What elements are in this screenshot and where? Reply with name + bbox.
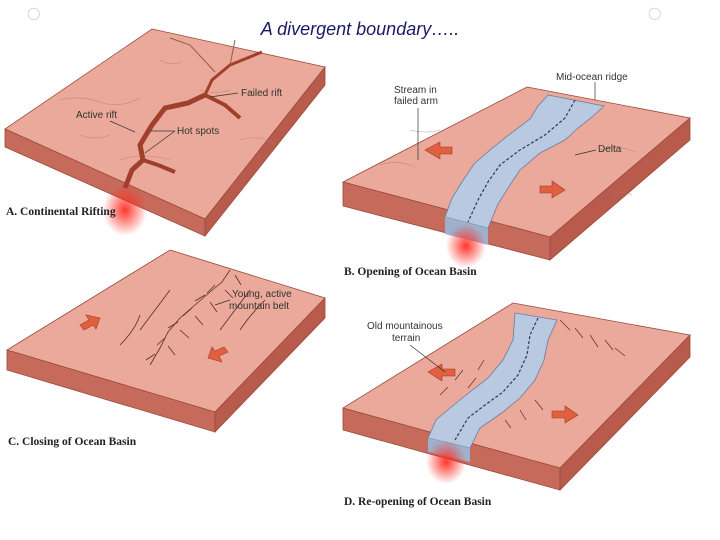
panel-b-arrow-left [424, 141, 453, 160]
panel-d-arrow-left [427, 363, 456, 382]
panel-d-label-old-2: terrain [392, 333, 420, 344]
panel-c-arrow-right [207, 346, 229, 363]
panel-c-caption: C. Closing of Ocean Basin [8, 436, 137, 448]
panel-a-caption: A. Continental Rifting [6, 206, 116, 218]
panel-c-mountains [119, 269, 266, 366]
panel-b-arrow-right [539, 180, 566, 199]
panel-d-hotspot [426, 440, 466, 484]
panel-d-old-terrain [439, 319, 626, 429]
panel-b-caption: B. Opening of Ocean Basin [344, 266, 477, 278]
panel-d: Old mountainous terrain D. Re-opening of… [342, 302, 691, 508]
panel-b-hotspot [446, 224, 486, 268]
corner-mark: ◯ [648, 6, 662, 20]
panel-a-active-rift [122, 92, 207, 189]
panel-d-side [559, 334, 691, 491]
panel-b-side [549, 117, 691, 261]
panel-c-arrow-left [79, 314, 101, 331]
slide-title: A divergent boundary….. [260, 19, 460, 39]
panel-a-label-hot-spots: Hot spots [177, 126, 219, 137]
panel-a-label-active-rift: Active rift [76, 110, 117, 121]
panel-b-label-stream-1: Stream in [394, 85, 437, 96]
panel-a: Failed rift Active rift Hot spots A. Con… [4, 28, 326, 238]
panel-b: Stream in failed arm Mid-ocean ridge Del… [341, 72, 691, 278]
panel-d-arrow-right [551, 405, 579, 424]
panel-c-side [214, 297, 326, 433]
panel-a-top [4, 28, 326, 220]
panel-a-failed-rift [203, 50, 263, 96]
panel-b-label-delta: Delta [598, 144, 622, 155]
panel-a-hotspot [103, 184, 147, 236]
panel-c-label-belt-2: mountain belt [229, 301, 289, 312]
corner-mark: ◯ [27, 6, 41, 20]
panel-b-label-stream-2: failed arm [394, 96, 438, 107]
panel-a-side [204, 65, 326, 238]
panel-c-top [6, 249, 326, 413]
panel-d-caption: D. Re-opening of Ocean Basin [344, 496, 492, 508]
panel-a-label-failed-rift: Failed rift [241, 88, 282, 99]
panel-d-ridge [454, 317, 539, 441]
panel-b-label-ridge: Mid-ocean ridge [556, 72, 628, 83]
panel-c: Young, active mountain belt C. Closing o… [6, 249, 326, 448]
panel-d-label-old-1: Old mountainous [367, 321, 443, 332]
panel-c-label-belt-1: Young, active [232, 289, 292, 300]
